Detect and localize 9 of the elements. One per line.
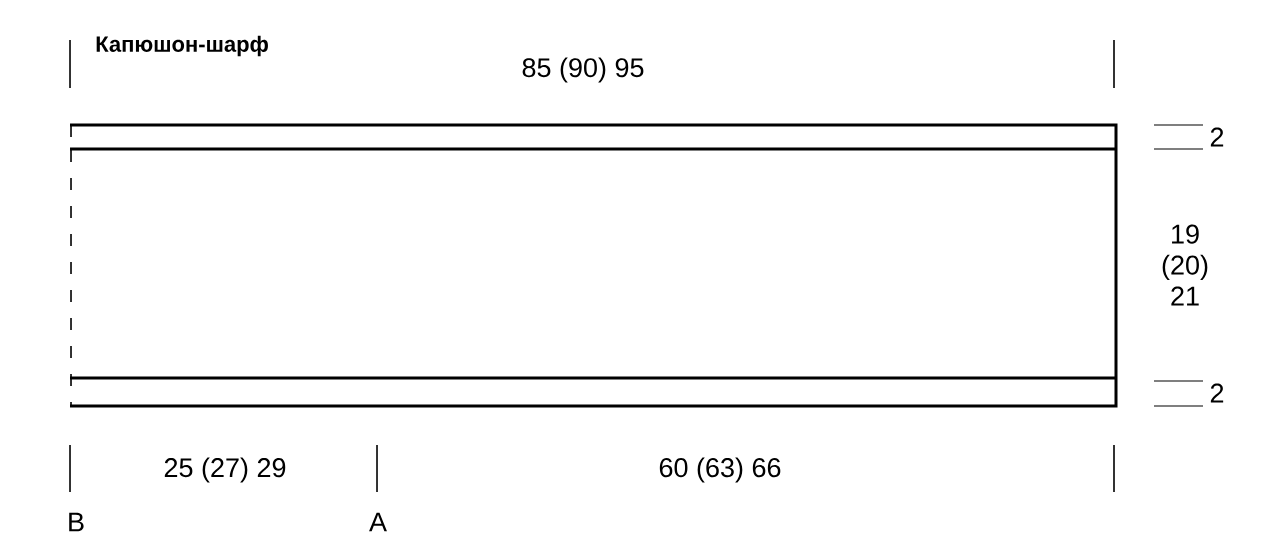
dimension-label: 19 (20) 21: [1162, 224, 1208, 306]
dimension-label: 60 (63) 66: [659, 457, 781, 483]
dimension-label: 2: [1210, 383, 1224, 403]
dimension-label: 2: [1210, 127, 1224, 147]
point-label: А: [369, 512, 387, 532]
dimension-label: 25 (27) 29: [164, 457, 286, 483]
point-label: В: [69, 512, 84, 532]
dimension-label: 85 (90) 95: [522, 57, 644, 83]
title: Капюшон-шарф: [96, 35, 268, 57]
